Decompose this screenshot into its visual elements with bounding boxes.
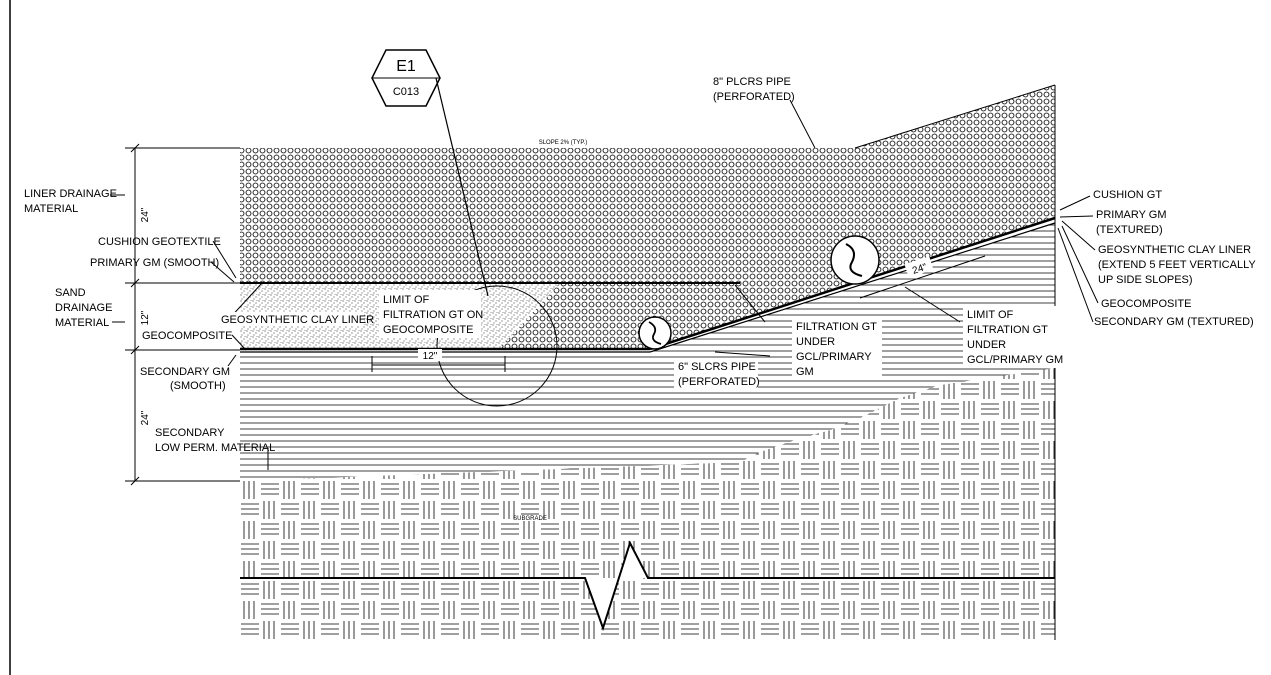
svg-text:GCL/PRIMARY: GCL/PRIMARY [796,351,872,363]
detail-tag: E1 C013 [371,49,489,297]
svg-text:PRIMARY GM: PRIMARY GM [1096,209,1167,221]
svg-text:SECONDARY GM: SECONDARY GM [140,366,230,378]
svg-text:UNDER: UNDER [796,336,835,348]
svg-text:SAND: SAND [55,287,86,299]
svg-text:DRAINAGE: DRAINAGE [55,302,112,314]
subgrade-layer [240,368,1055,640]
label-secondary-gm-smooth: SECONDARY GM (SMOOTH) [140,366,230,392]
svg-text:(EXTEND 5 FEET VERTICALLY: (EXTEND 5 FEET VERTICALLY [1098,259,1256,271]
label-cushion-gt: CUSHION GT [1093,189,1162,201]
label-secondary-gm-textured: SECONDARY GM (TEXTURED) [1094,316,1254,328]
dim-sand-drainage: 12" [140,310,151,325]
svg-text:(PERFORATED): (PERFORATED) [713,91,795,103]
label-filtration-gt-under: FILTRATION GT UNDER GCL/PRIMARY GM [796,321,877,378]
detail-callout-circle [436,285,558,407]
label-sand-drainage-material: SAND DRAINAGE MATERIAL [55,287,112,329]
svg-text:MATERIAL: MATERIAL [24,203,78,215]
plcrs-pipe [830,235,880,285]
slcrs-pipe [638,316,672,350]
label-geocomposite-right: GEOCOMPOSITE [1101,298,1191,310]
svg-text:(TEXTURED): (TEXTURED) [1096,224,1163,236]
label-primary-gm-smooth: PRIMARY GM (SMOOTH) [90,257,219,269]
dim-side-slope: 24" [911,262,929,277]
svg-text:GCL/PRIMARY GM: GCL/PRIMARY GM [967,354,1063,366]
svg-text:LIMIT OF: LIMIT OF [383,294,430,306]
slope-note: SLOPE 2% (TYP.) [539,140,588,146]
svg-text:UNDER: UNDER [967,339,1006,351]
dim-overlap: 12" [423,351,438,362]
svg-text:6" SLCRS PIPE: 6" SLCRS PIPE [678,361,756,373]
svg-text:LIMIT OF: LIMIT OF [967,309,1014,321]
svg-text:GEOCOMPOSITE: GEOCOMPOSITE [383,324,473,336]
label-cushion-geotextile: CUSHION GEOTEXTILE [98,236,221,248]
svg-text:MATERIAL: MATERIAL [55,317,109,329]
detail-tag-sheet: C013 [393,86,419,98]
svg-text:GEOSYNTHETIC CLAY LINER: GEOSYNTHETIC CLAY LINER [1098,244,1251,256]
leader-lines [110,99,1099,470]
label-gcl-extend: GEOSYNTHETIC CLAY LINER (EXTEND 5 FEET V… [1098,244,1256,286]
svg-text:GM: GM [796,366,814,378]
dimension-lines [125,143,986,486]
svg-text:SECONDARY: SECONDARY [155,427,225,439]
label-limit-gt-under: LIMIT OF FILTRATION GT UNDER GCL/PRIMARY… [967,309,1063,366]
svg-text:(PERFORATED): (PERFORATED) [678,376,760,388]
label-secondary-low-perm: SECONDARY LOW PERM. MATERIAL [155,427,275,454]
svg-text:(SMOOTH): (SMOOTH) [170,380,226,392]
break-line-symbol [240,540,1055,632]
label-geocomposite-left: GEOCOMPOSITE [142,330,232,342]
detail-tag-number: E1 [396,58,416,75]
svg-text:FILTRATION GT ON: FILTRATION GT ON [383,309,483,321]
label-geosynthetic-clay-liner: GEOSYNTHETIC CLAY LINER [221,314,374,326]
svg-text:FILTRATION GT: FILTRATION GT [796,321,877,333]
svg-text:8" PLCRS PIPE: 8" PLCRS PIPE [713,76,791,88]
label-primary-gm-textured: PRIMARY GM (TEXTURED) [1096,209,1167,236]
label-slcrs-pipe: 6" SLCRS PIPE (PERFORATED) [678,361,760,388]
svg-text:FILTRATION GT: FILTRATION GT [967,324,1048,336]
svg-text:UP SIDE SLOPES): UP SIDE SLOPES) [1098,274,1193,286]
label-plcrs-pipe: 8" PLCRS PIPE (PERFORATED) [713,76,795,103]
label-liner-drainage-material: LINER DRAINAGE MATERIAL [24,188,117,215]
svg-text:LOW PERM. MATERIAL: LOW PERM. MATERIAL [155,442,275,454]
svg-text:LINER DRAINAGE: LINER DRAINAGE [24,188,117,200]
dim-liner-drainage: 24" [140,207,151,222]
subgrade-note: SUBGRADE [513,516,547,522]
dim-secondary-low-perm: 24" [140,410,151,425]
label-limit-gt-on-geocomposite: LIMIT OF FILTRATION GT ON GEOCOMPOSITE [383,294,483,336]
